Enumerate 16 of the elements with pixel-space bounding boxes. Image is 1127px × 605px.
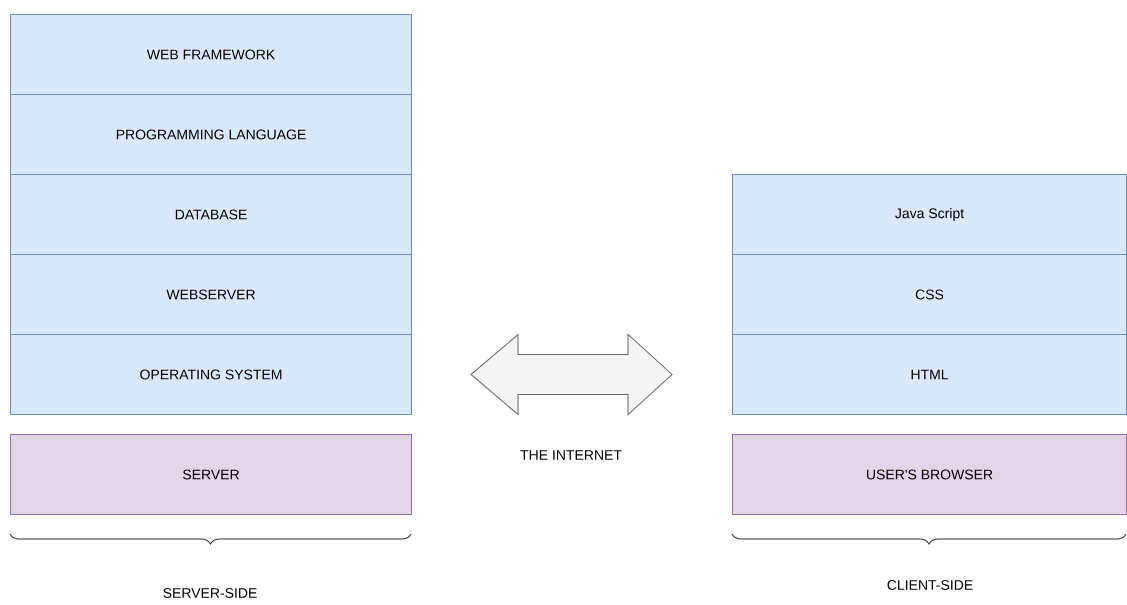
stack-box: CSS: [732, 254, 1127, 335]
stack-box: PROGRAMMING LANGUAGE: [10, 94, 412, 175]
stack-box: HTML: [732, 334, 1127, 415]
stack-box: WEBSERVER: [10, 254, 412, 335]
stack-box: USER'S BROWSER: [732, 434, 1127, 515]
double-block-arrow: [470, 334, 673, 415]
side-label: CLIENT-SIDE: [887, 580, 973, 590]
node-label: HTML: [911, 369, 949, 380]
side-label: THE INTERNET: [520, 450, 622, 460]
stack-box: Java Script: [732, 174, 1127, 255]
side-label: SERVER-SIDE: [163, 588, 257, 598]
stack-box: OPERATING SYSTEM: [10, 334, 412, 415]
stack-box: WEB FRAMEWORK: [10, 14, 412, 95]
node-label: Java Script: [895, 207, 965, 222]
stack-box: SERVER: [10, 434, 412, 515]
stack-box: DATABASE: [10, 174, 412, 255]
